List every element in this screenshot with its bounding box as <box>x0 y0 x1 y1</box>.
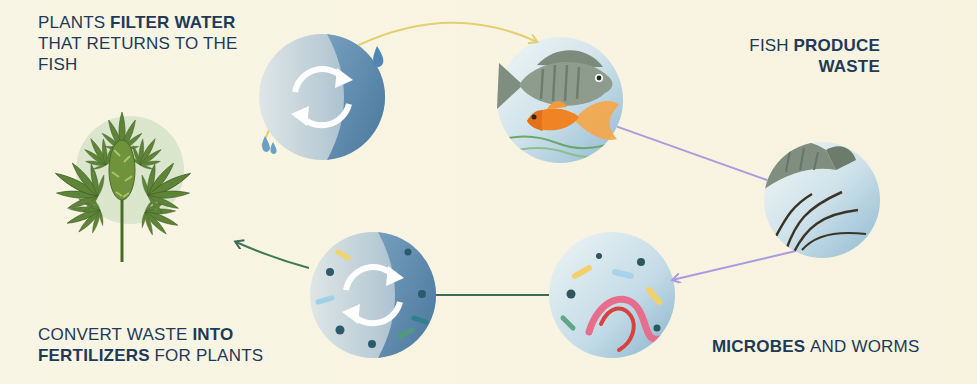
convert-circle: CONVERT WASTEINTO FERTILIZERSFOR PLANTS <box>310 232 436 358</box>
caption-text: FISH <box>749 36 789 55</box>
illustration-part <box>310 232 440 358</box>
goldfish-body <box>527 108 579 130</box>
microbe-dot <box>567 290 576 299</box>
bacterium <box>318 298 332 302</box>
circle-background <box>549 232 675 358</box>
goldfish-head <box>527 110 543 131</box>
water-weed <box>507 148 623 157</box>
microbe-dot <box>405 249 412 256</box>
illustration-part <box>259 34 389 160</box>
fish-stripes <box>786 148 818 172</box>
microbe-dot <box>418 290 426 298</box>
bacterium <box>400 330 412 336</box>
waste-strand <box>794 210 858 252</box>
caption-text: AND WORMS <box>810 337 919 356</box>
bacterium <box>615 272 631 276</box>
circle-art <box>497 37 623 163</box>
bacterium <box>575 268 589 276</box>
bacterium <box>414 318 426 322</box>
flow-arrow <box>236 242 309 268</box>
water-circle: PLANTSFILTER WATERTHAT RETURNS TO THE FI… <box>259 34 385 160</box>
worm <box>601 308 634 350</box>
caption-text: CONVERT WASTE <box>38 325 188 344</box>
microbes-circle: MICROBESAND WORMS <box>549 232 675 358</box>
fish-eye <box>595 74 603 82</box>
caption-text: FOR PLANTS <box>155 346 264 365</box>
goldfish-eye <box>532 115 537 120</box>
plant-stem <box>121 200 124 262</box>
stage-caption: FISH PRODUCE WASTE <box>720 35 880 77</box>
water-drop <box>373 46 383 67</box>
waste-circle <box>760 140 880 258</box>
caption-emphasis: MICROBES <box>712 337 805 356</box>
fish-circle: FISHPRODUCE WASTE <box>497 37 623 163</box>
fish-body <box>760 140 836 192</box>
caption-text: PLANTS <box>38 13 105 32</box>
circle-background <box>497 37 623 163</box>
arrow-head <box>291 106 309 126</box>
bacterium <box>649 290 659 302</box>
fish-tail <box>826 146 856 170</box>
circle-art <box>259 34 385 160</box>
circle-shade <box>378 232 440 358</box>
worm <box>589 299 663 339</box>
goldfish-fin <box>547 101 567 109</box>
waste-strand <box>802 233 866 250</box>
fish-pupil <box>597 76 602 81</box>
stage-caption: CONVERT WASTEINTO FERTILIZERSFOR PLANTS <box>38 324 310 366</box>
plant-bud <box>109 140 135 200</box>
illustration-part <box>549 232 675 358</box>
water-drop <box>262 136 270 152</box>
arrow-head <box>335 68 353 88</box>
illustration-part <box>760 140 866 252</box>
microbe-dot <box>637 258 645 266</box>
flow-connector <box>436 294 549 296</box>
caption-text: THAT RETURNS TO THE FISH <box>38 33 278 75</box>
stage-caption: PLANTS FILTER WATERTHAT RETURNS TO THE FI… <box>38 12 278 75</box>
water-drop <box>270 142 276 154</box>
microbe-dot <box>654 325 661 332</box>
flow-connector <box>358 23 536 46</box>
plant-illustration <box>43 112 203 262</box>
illustration-part <box>497 37 623 163</box>
bacterium <box>563 318 573 328</box>
microbe-dot <box>596 253 602 259</box>
fish-stripes <box>541 65 579 101</box>
bacterium <box>338 252 348 258</box>
microbe-dot <box>336 326 345 335</box>
goldfish-tail <box>575 101 619 140</box>
stage-caption: MICROBES AND WORMS <box>712 336 952 357</box>
arrow-head <box>342 304 360 324</box>
caption-emphasis: PRODUCE WASTE <box>794 36 880 76</box>
arrow-head <box>386 266 404 286</box>
caption-emphasis: FILTER WATER <box>110 13 235 32</box>
bud-detail <box>112 150 132 197</box>
microbe-dot <box>368 340 376 348</box>
circle-art <box>310 232 436 358</box>
circle-art <box>549 232 675 358</box>
fish-tail <box>497 63 523 109</box>
circle-shade <box>327 34 389 160</box>
fish-body <box>519 62 612 106</box>
microbe-dot <box>326 268 334 276</box>
